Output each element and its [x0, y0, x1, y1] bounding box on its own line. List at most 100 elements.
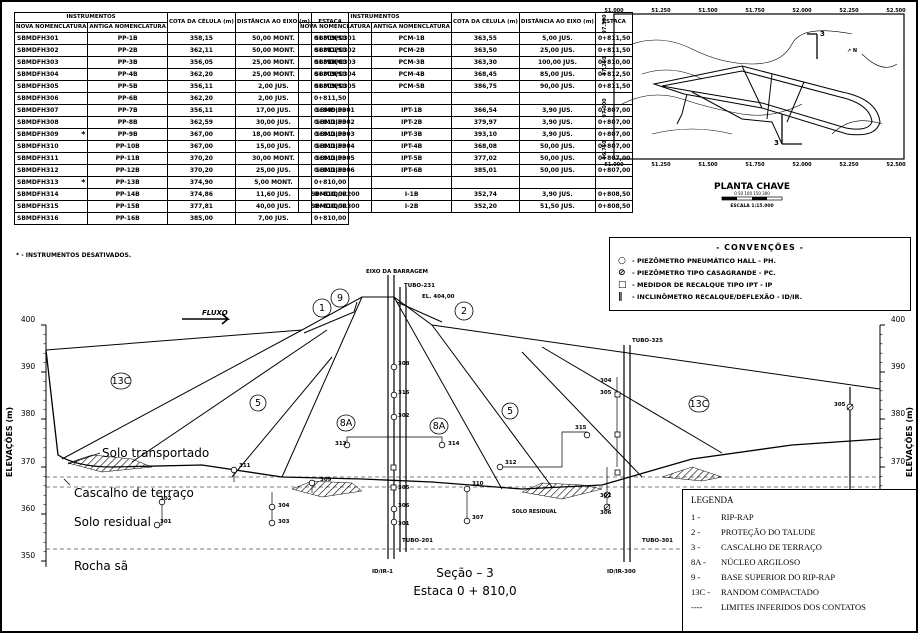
table-row	[297, 92, 634, 105]
planta-coord-top: 51.750	[745, 8, 765, 14]
dam-crest-outline	[45, 296, 881, 390]
planta-coord-left: 97.000	[602, 98, 608, 118]
planta-coord-top: 51.250	[651, 8, 671, 14]
dist-cell: 3,90 JUS.	[518, 188, 596, 201]
nova-cell	[297, 176, 373, 189]
dist-cell: 3,90 JUS.	[518, 128, 596, 141]
antiga-cell: PCM-2B	[371, 44, 452, 57]
dist-cell: 85,00 JUS.	[518, 68, 596, 81]
convencao-item: ○- PIEZÔMETRO PNEUMÁTICO HALL - PH.	[618, 255, 910, 267]
nova-header: NOVA NOMENCLATURA	[13, 22, 89, 33]
antiga-cell: PP-7B	[87, 104, 168, 117]
antiga-cell: I-1B	[371, 188, 452, 201]
cota-cell: 393,10	[450, 128, 520, 141]
convencao-text: - INCLINÔMETRO RECALQUE/DEFLEXÃO - ID/IR…	[632, 293, 803, 301]
antiga-header: ANTIGA NOMENCLATURA	[87, 22, 168, 33]
convencao-text: - MEDIDOR DE RECALQUE TIPO IPT - IP	[632, 281, 773, 289]
dist-cell: 90,00 JUS.	[518, 80, 596, 93]
instrument-label: 313	[335, 441, 347, 447]
antiga-cell: IPT-3B	[371, 128, 452, 141]
planta-coord-top: 52.500	[886, 8, 906, 14]
table-row	[297, 176, 634, 189]
antiga-cell: PCM-5B	[371, 80, 452, 93]
antiga-cell: PP-15B	[87, 200, 168, 213]
tubo-301-label: TUBO-301	[642, 538, 673, 544]
dist-cell: 100,00 JUS.	[518, 56, 596, 69]
cota-cell: 362,20	[166, 92, 236, 105]
dist-cell	[518, 176, 596, 189]
convencao-text: - PIEZÔMETRO TIPO CASAGRANDE - PC.	[632, 269, 776, 277]
zone-circle-label: 9	[337, 293, 343, 304]
tubo-325-label: TUBO-325	[632, 338, 663, 344]
section-caption-estaca: Estaca 0 + 810,0	[413, 584, 516, 598]
planta-coord-bottom: 51.000	[604, 162, 624, 168]
legenda-code: 2 -	[691, 527, 701, 537]
nova-cell: SBMDFH310	[13, 140, 89, 153]
zone-label: 5	[507, 406, 513, 417]
nova-cell: SBMDIP304	[297, 140, 373, 153]
cota-cell: 379,97	[450, 116, 520, 129]
legenda-text: PROTEÇÃO DO TALUDE	[721, 527, 816, 537]
antiga-cell: PP-11B	[87, 152, 168, 165]
antiga-cell: PP-4B	[87, 68, 168, 81]
instrument-label: 312	[505, 460, 517, 466]
eixo-barragem-label: EIXO DA BARRAGEM	[366, 269, 428, 275]
instrumentos-header: INSTRUMENTOS	[14, 12, 168, 23]
antiga-cell: PP-6B	[87, 92, 168, 105]
antiga-cell: PCM-3B	[371, 56, 452, 69]
nova-value: SBMDFH309	[17, 130, 59, 138]
instrument-label: 309	[320, 477, 332, 483]
convencao-symbol-icon: □	[618, 280, 627, 290]
nova-cell: SBMDIP303	[297, 128, 373, 141]
antiga-cell: IPT-4B	[371, 140, 452, 153]
nova-value: SBMDFH304	[17, 70, 59, 78]
antiga-cell: IPT-5B	[371, 152, 452, 165]
cota-cell: 374,90	[166, 176, 236, 189]
nova-value: SBMDFH308	[17, 118, 59, 126]
antiga-cell	[371, 92, 452, 105]
nova-cell: SBMDFH313*	[13, 176, 89, 189]
nova-value: SBMDFH314	[17, 190, 59, 198]
instrument-label: 305	[398, 485, 410, 491]
legenda-text: RIP-RAP	[721, 512, 754, 522]
scale-label: ESCALA 1:15.000	[730, 203, 773, 209]
antiga-cell	[371, 176, 452, 189]
convencao-item: ‖ - INCLINÔMETRO RECALQUE/DEFLEXÃO - ID/I…	[618, 291, 910, 303]
convencoes-title: - CONVENÇÕES -	[716, 243, 804, 252]
planta-coord-bottom: 51.250	[651, 162, 671, 168]
instrument-label: 302	[398, 413, 410, 419]
convencao-symbol-icon: ‖	[618, 292, 623, 302]
cota-cell: 362,20	[166, 68, 236, 81]
cota-cell: 386,75	[450, 80, 520, 93]
nova-header-r: NOVA NOMENCLATURA	[297, 22, 373, 33]
nova-cell: SBMDFH307	[13, 104, 89, 117]
solo-residual-label: Solo residual	[74, 515, 151, 529]
cascalho-pointer-icon	[63, 478, 71, 486]
antiga-cell: IPT-2B	[371, 116, 452, 129]
zone-circle-label: 1	[319, 303, 325, 314]
instrument-label: 305	[834, 402, 846, 408]
nova-cell: SBMDID/IR300	[297, 200, 373, 213]
dist-cell: 25,00 JUS.	[518, 44, 596, 57]
elevation-tick-label: 380	[21, 409, 36, 418]
instrument-label: 314	[448, 441, 460, 447]
solo-pointer-icon	[67, 452, 101, 465]
planta-coord-top: 52.250	[839, 8, 859, 14]
instrument-label: 303	[278, 519, 290, 525]
instruments-table-right: INSTRUMENTOS COTA DA CÉLULA (m) DISTÂNCI…	[297, 12, 634, 213]
elevation-tick-label: 370	[891, 457, 906, 466]
section-caption-title: Seção – 3	[436, 566, 494, 580]
estaca-cell: 0+808,50	[594, 200, 634, 213]
nova-cell: SBMDIP305	[297, 152, 373, 165]
